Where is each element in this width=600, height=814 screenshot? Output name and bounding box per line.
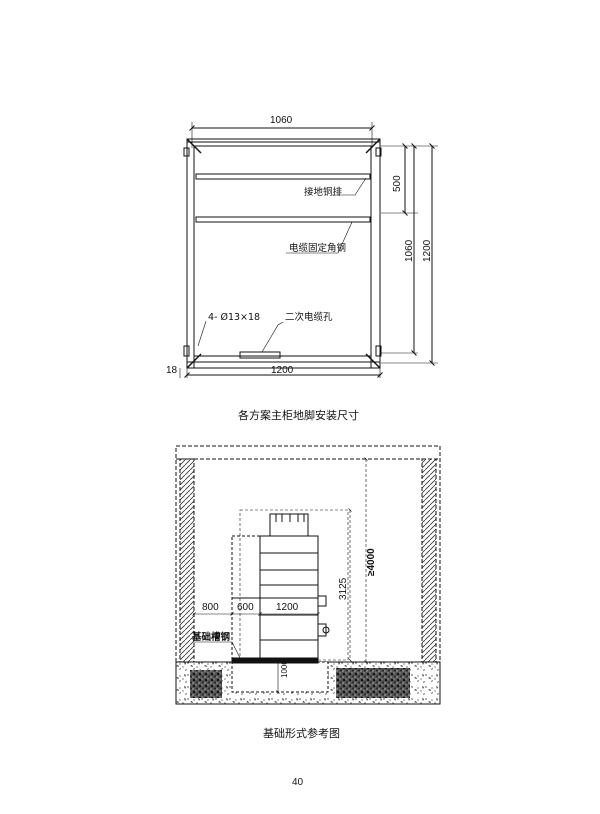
room-outline: [175, 445, 441, 663]
dim-left-text: 18: [166, 365, 178, 376]
stone-fill-right: [336, 668, 410, 698]
ground-copper-bar: [195, 173, 371, 180]
foundation-drawing: [175, 445, 441, 705]
label-secondary-cable-hole: 二次电缆孔: [285, 311, 333, 323]
dim-500-text: 500: [392, 175, 403, 192]
base-frame-drawing: [179, 122, 438, 378]
channel-steel-base: [231, 657, 319, 664]
cable-fixing-angle-steel: [195, 216, 371, 223]
right-wall: [421, 458, 437, 663]
dim-800-text: 800: [202, 602, 219, 613]
inner-frame: [193, 145, 372, 357]
label-ground-copper-bar: 接地铜排: [304, 186, 343, 198]
cable-trench: [231, 661, 329, 693]
stone-fill-left: [190, 670, 222, 698]
dim-1000-text: 1000: [280, 660, 289, 678]
outer-frame: [186, 138, 381, 369]
dim-1060-text: 1060: [404, 239, 415, 262]
caption-base-dimensions: 各方案主柜地脚安装尺寸: [238, 409, 359, 422]
dim-3125-text: 3125: [338, 577, 349, 600]
cabinet-outline: [231, 535, 319, 663]
top-bushings: [269, 513, 309, 537]
dim-bottom-text: 1200: [271, 365, 294, 376]
label-channel-steel: 基础槽钢: [191, 631, 231, 643]
caption-foundation: 基础形式参考图: [263, 727, 340, 740]
label-cable-angle-steel: 电缆固定角钢: [289, 242, 346, 254]
dim-1200-text: 1200: [422, 239, 433, 262]
dim-top-text: 1060: [270, 115, 293, 126]
label-mounting-holes: 4- Ø13×18: [208, 312, 260, 323]
dim-4000-text: ≥4000: [366, 548, 377, 576]
secondary-cable-hole: [239, 351, 281, 359]
dim-1200-text-2: 1200: [276, 602, 299, 613]
dim-600-text: 600: [237, 602, 254, 613]
page-number: 40: [292, 777, 304, 788]
